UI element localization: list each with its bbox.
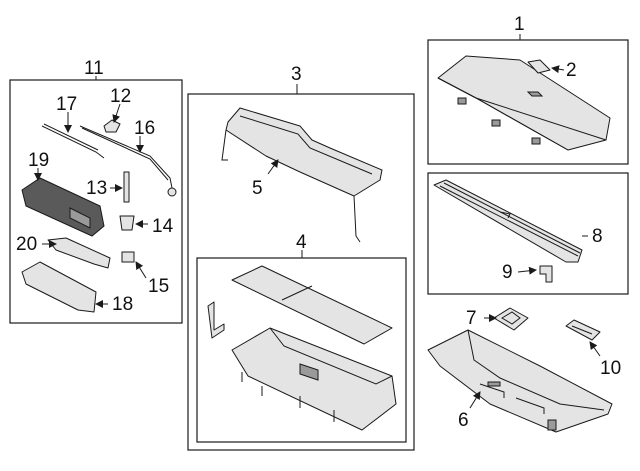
part-14-plug <box>119 215 135 231</box>
callout-8: 8 <box>592 226 603 247</box>
part-17-jack-handle <box>41 123 105 159</box>
callout-6: 6 <box>458 410 469 431</box>
callout-2: 2 <box>566 60 577 81</box>
part-1-cover-panel <box>437 55 611 151</box>
callout-13: 13 <box>86 178 107 199</box>
part-5-support-bracket <box>221 107 383 243</box>
callout-14: 14 <box>152 216 174 237</box>
part-18-tray <box>21 261 97 313</box>
leader-9 <box>517 266 537 275</box>
callout-3: 3 <box>291 64 302 85</box>
part-6-storage-tray <box>427 329 613 433</box>
leader-10 <box>589 341 601 357</box>
part-12-wing-nut <box>103 119 121 133</box>
callout-11: 11 <box>84 58 104 79</box>
callout-15: 15 <box>148 276 169 297</box>
leader-5 <box>267 159 279 175</box>
part-2-clip <box>527 59 551 74</box>
leader-2 <box>551 65 565 74</box>
part-4-bin <box>231 327 397 431</box>
part-4-panel <box>231 265 393 345</box>
part-16-extension-rod <box>79 125 177 197</box>
callout-12: 12 <box>110 86 131 107</box>
callout-9: 9 <box>502 262 513 283</box>
group-box-3 <box>187 93 415 451</box>
part-20-bracket <box>47 237 111 269</box>
callout-19: 19 <box>28 150 49 171</box>
leader-6 <box>469 391 481 409</box>
callout-4: 4 <box>296 232 307 253</box>
part-4-bracket <box>207 301 225 339</box>
part-8-scuff-plate <box>433 179 583 263</box>
callout-10: 10 <box>600 358 621 379</box>
callout-16: 16 <box>134 118 155 139</box>
group-box-8 <box>427 172 629 295</box>
callout-1: 1 <box>514 14 525 35</box>
callout-20: 20 <box>16 234 37 255</box>
leader-12 <box>112 103 121 123</box>
group-box-1 <box>427 39 629 165</box>
part-13-pin <box>123 171 130 203</box>
callout-5: 5 <box>252 178 263 199</box>
part-9-retainer <box>539 265 553 283</box>
callout-17: 17 <box>56 94 77 115</box>
callout-7: 7 <box>466 308 477 329</box>
callout-18: 18 <box>112 294 133 315</box>
part-7-latch <box>493 307 529 331</box>
leader-15 <box>135 261 147 279</box>
part-10-latch-cover <box>565 319 601 341</box>
part-15-knob <box>121 251 135 263</box>
